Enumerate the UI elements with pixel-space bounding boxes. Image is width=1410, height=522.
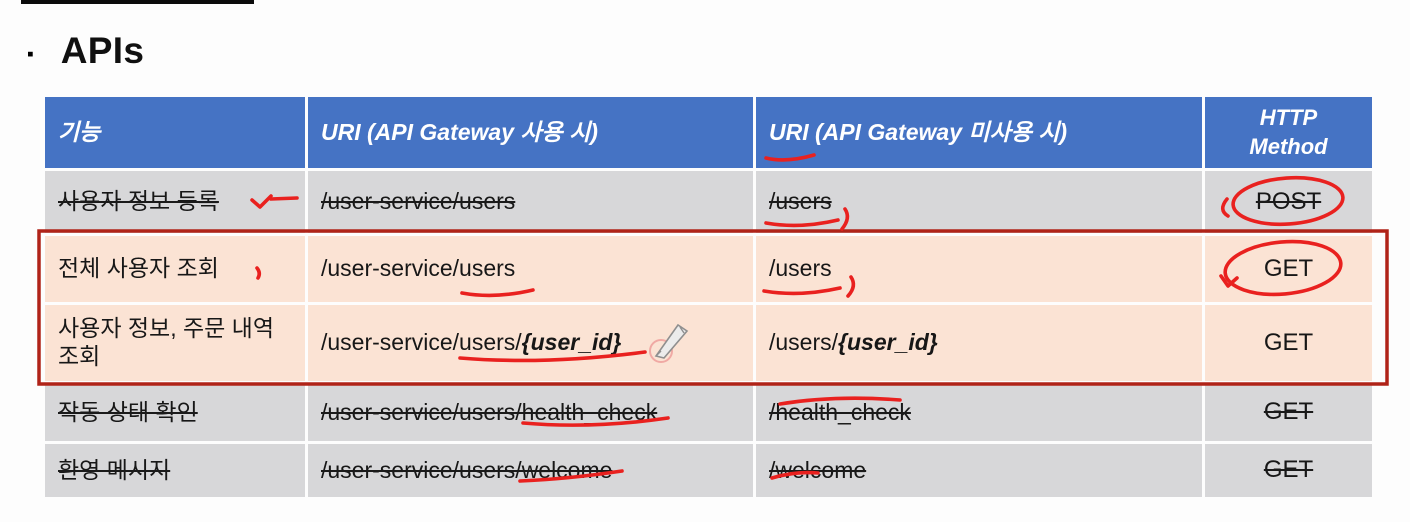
table-row-5-uri-direct: /welcome [756, 444, 1202, 497]
page-title: APIs [60, 30, 145, 71]
table-row-5-feature: 환영 메시지 [45, 444, 305, 497]
table-row-2-uri-direct: /users [756, 236, 1202, 302]
bullet-square-icon: ▪ [27, 43, 34, 65]
table-row-3-method: GET [1205, 305, 1372, 381]
table-row-2-method: GET [1205, 236, 1372, 302]
path-param: {user_id} [838, 329, 938, 356]
header-uri-gateway: URI (API Gateway 사용 시) [308, 97, 753, 168]
table-row-1-uri-gateway: /user-service/users [308, 171, 753, 233]
table-row-2-feature: 전체 사용자 조회 [45, 236, 305, 302]
table-row-1-feature: 사용자 정보 등록 [45, 171, 305, 233]
table-row-3-feature: 사용자 정보, 주문 내역 조회 [45, 305, 305, 381]
top-edge-artifact [21, 0, 254, 4]
table-row-2-uri-gateway: /user-service/users [308, 236, 753, 302]
header-uri-direct: URI (API Gateway 미사용 시) [756, 97, 1202, 168]
table-row-1-uri-direct: /users [756, 171, 1202, 233]
table-row-4-uri-gateway: /user-service/users/health_check [308, 384, 753, 441]
table-row-5-uri-gateway: /user-service/users/welcome [308, 444, 753, 497]
table-row-3-uri-gateway: /user-service/users/{user_id} [308, 305, 753, 381]
api-table: 기능 URI (API Gateway 사용 시) URI (API Gatew… [45, 97, 1372, 497]
table-row-4-method: GET [1205, 384, 1372, 441]
table-row-4-feature: 작동 상태 확인 [45, 384, 305, 441]
table-row-1-method: POST [1205, 171, 1372, 233]
table-row-3-uri-direct: /users/{user_id} [756, 305, 1202, 381]
table-row-4-uri-direct: /health_check [756, 384, 1202, 441]
path-param: {user_id} [521, 329, 622, 356]
header-feature: 기능 [45, 97, 305, 168]
table-row-5-method: GET [1205, 444, 1372, 497]
slide-heading: ▪ APIs [27, 30, 144, 72]
header-http-method: HTTP Method [1205, 97, 1372, 168]
